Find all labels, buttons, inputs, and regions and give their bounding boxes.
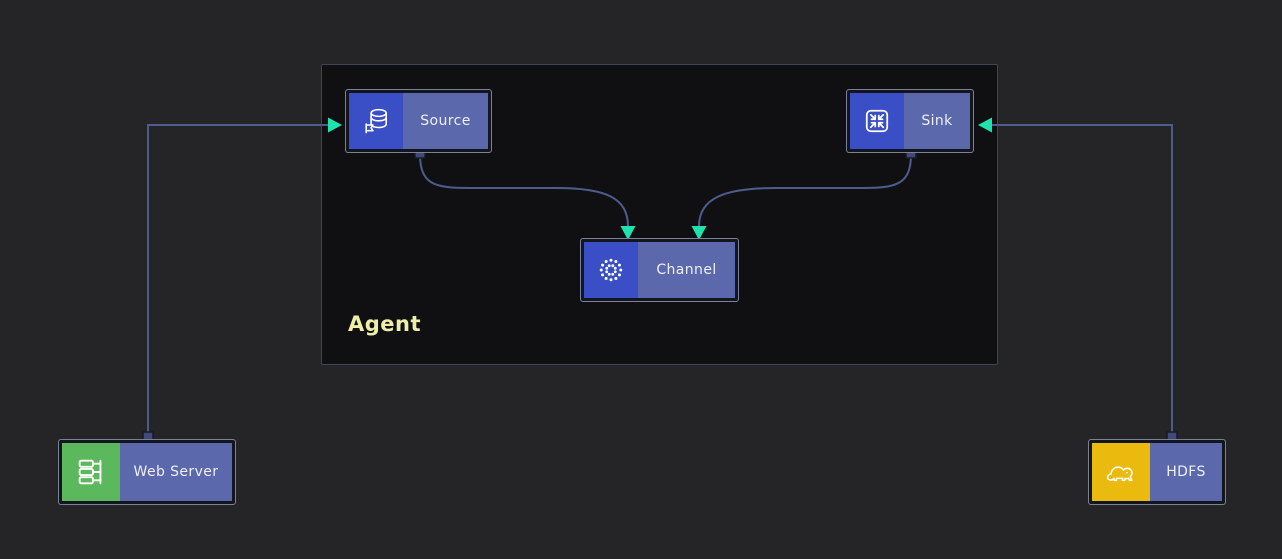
arrowhead-into-sink	[978, 117, 992, 133]
database-hand-icon	[349, 93, 403, 149]
node-sink[interactable]: Sink	[846, 89, 974, 153]
server-tree-icon	[62, 443, 120, 501]
agent-group-label: Agent	[348, 312, 422, 336]
node-channel-label: Channel	[638, 242, 735, 298]
edge-sink-to-channel[interactable]	[698, 153, 912, 227]
arrowhead-into-source	[328, 117, 342, 133]
edge-webserver-to-source[interactable]	[147, 124, 328, 437]
hadoop-elephant-icon	[1092, 443, 1150, 501]
node-channel[interactable]: Channel	[580, 238, 739, 302]
arrowhead-sink-into-channel	[691, 226, 707, 240]
node-hdfs-label: HDFS	[1150, 443, 1222, 501]
compress-arrows-icon	[850, 93, 904, 149]
node-source-label: Source	[403, 93, 488, 149]
node-web-server[interactable]: Web Server	[58, 439, 236, 505]
edge-source-to-channel[interactable]	[419, 153, 629, 227]
node-sink-label: Sink	[904, 93, 970, 149]
edge-hdfs-to-sink[interactable]	[992, 124, 1173, 437]
arrowhead-source-into-channel	[620, 226, 636, 240]
node-source[interactable]: Source	[345, 89, 492, 153]
node-hdfs[interactable]: HDFS	[1088, 439, 1226, 505]
dotted-circle-icon	[584, 242, 638, 298]
node-web-server-label: Web Server	[120, 443, 232, 501]
